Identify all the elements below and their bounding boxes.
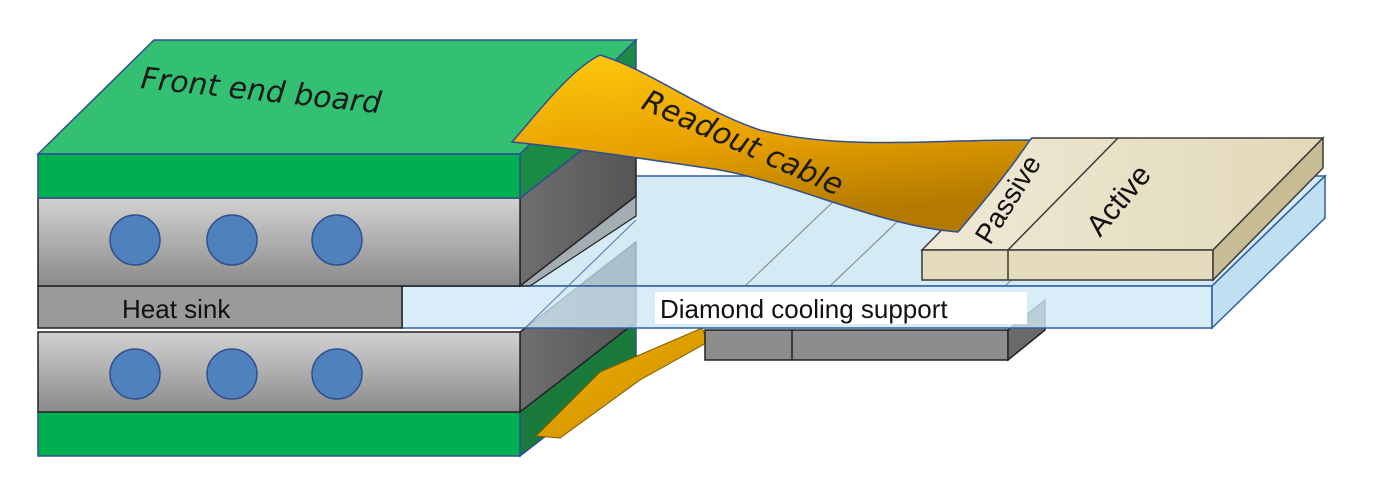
cooling-channel bbox=[206, 348, 258, 400]
heat-sink-label: Heat sink bbox=[122, 294, 231, 324]
sensor bbox=[920, 136, 1325, 282]
passive-active-divider bbox=[1007, 137, 1119, 251]
cooling-channel bbox=[109, 348, 161, 400]
cooling-channel bbox=[311, 348, 363, 400]
cooling-channel bbox=[206, 214, 258, 266]
cooling-channel bbox=[109, 214, 161, 266]
readout-cable bbox=[510, 54, 1032, 233]
cooling-channel bbox=[311, 214, 363, 266]
diamond-label-background bbox=[655, 292, 1027, 324]
diamond-cooling-support-label: Diamond cooling support bbox=[660, 294, 948, 324]
